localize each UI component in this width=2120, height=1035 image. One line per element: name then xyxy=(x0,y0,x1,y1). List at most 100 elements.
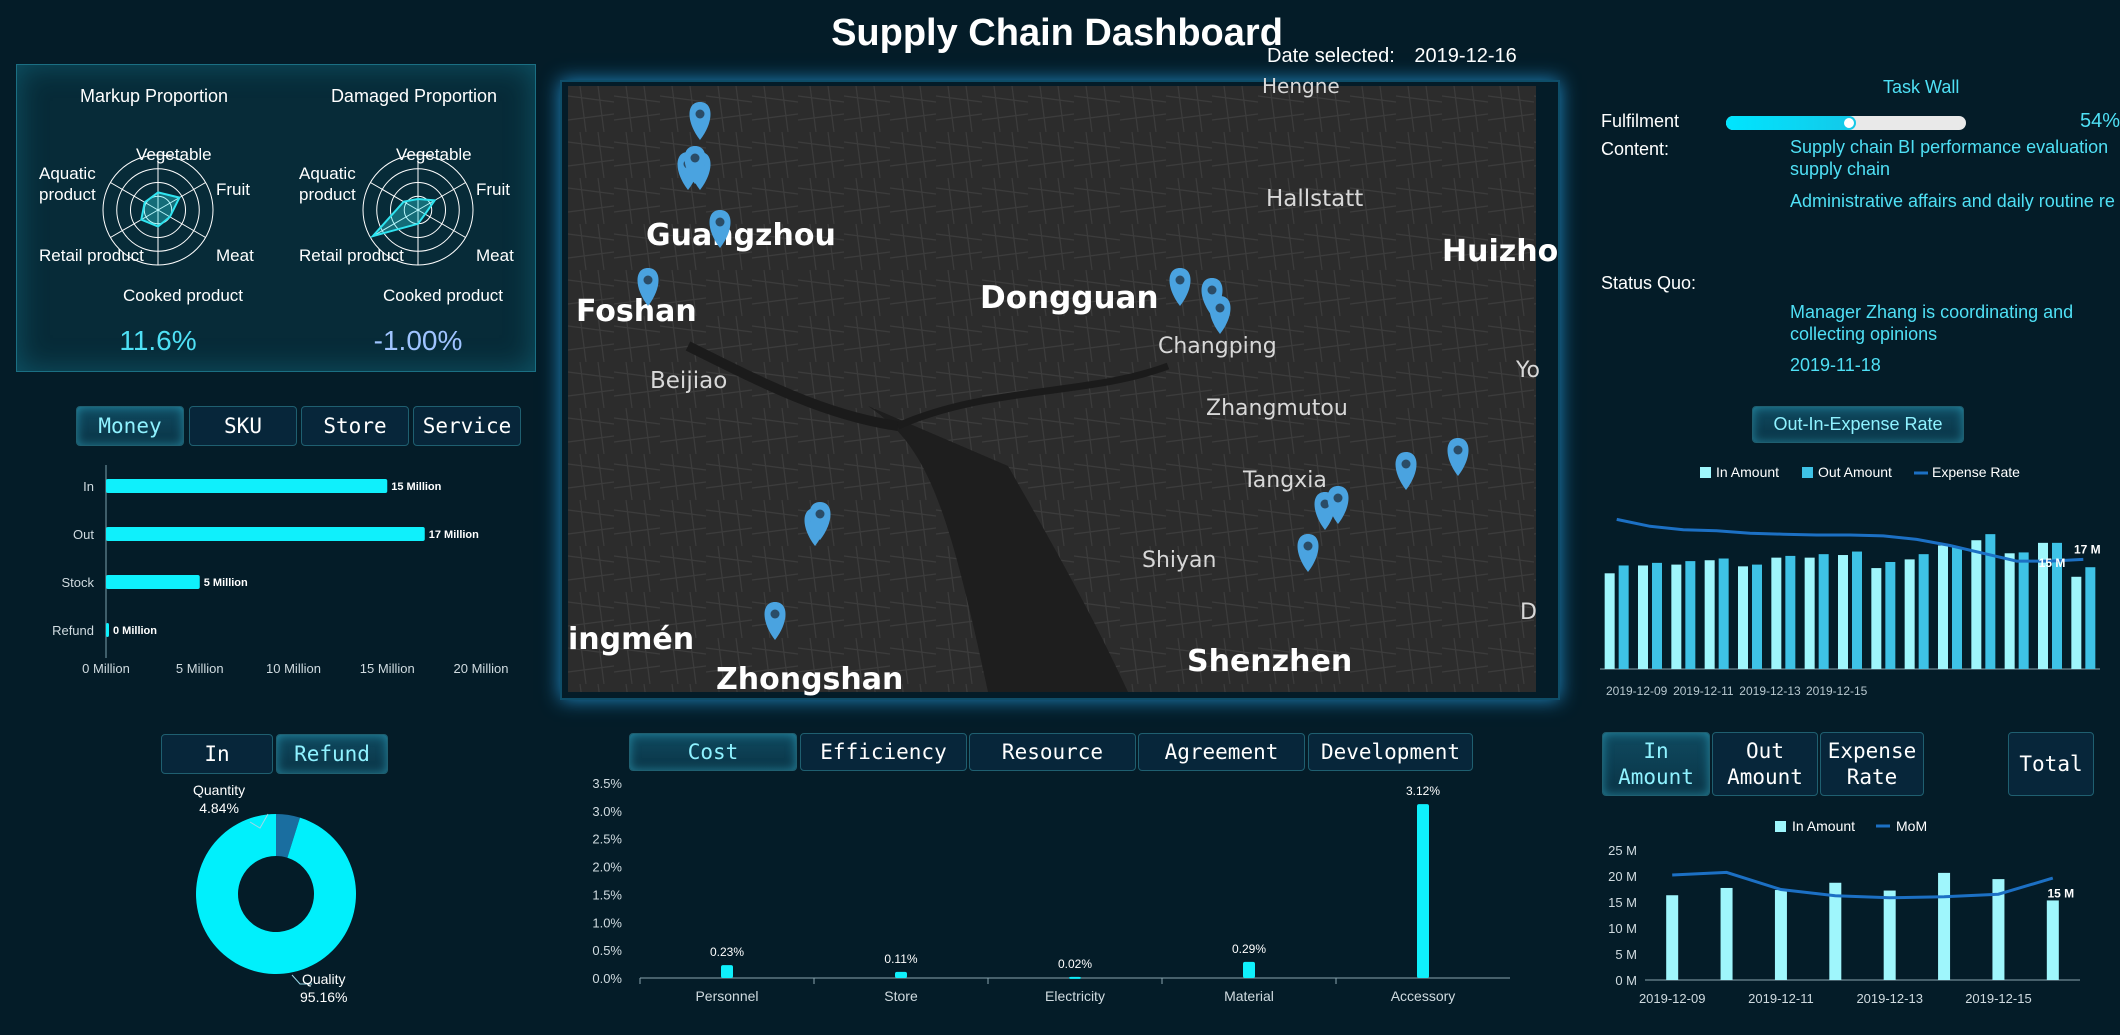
oie-in-bar xyxy=(2071,576,2082,669)
tab-store[interactable]: Store xyxy=(301,406,409,446)
radar-a-axis-vegetable: Vegetable xyxy=(136,145,212,164)
oie-expense-rate-line xyxy=(1616,517,2084,563)
oie-out-bar xyxy=(1685,561,1696,669)
money-bar xyxy=(106,623,109,637)
radar-charts xyxy=(102,154,474,266)
oie-out-bar xyxy=(1852,551,1862,669)
radar-axis-line xyxy=(157,182,206,211)
oie-out-bar xyxy=(1652,562,1662,669)
map-frame xyxy=(560,80,1560,700)
out-in-expense-rate-title[interactable]: Out-In-Expense Rate xyxy=(1752,406,1964,443)
tab-development[interactable]: Development xyxy=(1308,733,1473,771)
map-roads xyxy=(568,86,1536,692)
map-pin-icon xyxy=(809,502,831,540)
tab-efficiency[interactable]: Efficiency xyxy=(800,733,967,771)
radar-axis-line xyxy=(110,182,159,211)
map-pin-icon xyxy=(1209,296,1231,334)
amt-bar xyxy=(1720,887,1733,980)
map-city-jiangmen: ingmén xyxy=(568,622,695,657)
supply-map[interactable]: Hallstatt Beijiao Changping Zhangmutou T… xyxy=(568,74,1558,697)
tab-refund[interactable]: Refund xyxy=(276,734,388,774)
content-item-1b: supply chain xyxy=(1790,159,1891,179)
map-pin-dot xyxy=(690,153,700,163)
oie-out-bar xyxy=(1918,554,1929,669)
cost-category-label: Personnel xyxy=(695,988,758,1004)
map-pin-dot xyxy=(695,109,705,119)
tab-agreement[interactable]: Agreement xyxy=(1138,733,1305,771)
map-pin-icon xyxy=(709,210,731,248)
radar-a-axis-cooked: Cooked product xyxy=(123,286,244,305)
oie-legend-label: Expense Rate xyxy=(1932,464,2020,480)
map-pin-dot xyxy=(770,609,780,619)
cost-bar-chart: 0.0%0.5%1.0%1.5%2.0%2.5%3.0%3.5%0.23%Per… xyxy=(592,776,1510,1004)
donut-slice-quantity xyxy=(276,814,300,858)
amt-bar xyxy=(1883,890,1896,980)
river-estuary xyxy=(868,406,1128,692)
oie-in-bar xyxy=(1638,565,1648,669)
date-selected: Date selected: 2019-12-16 xyxy=(1267,45,1517,68)
donut-label-quantity: Quantity 4.84% xyxy=(193,781,245,817)
amt-y-tick: 20 M xyxy=(1608,869,1637,884)
radar-b-axis-meat: Meat xyxy=(476,246,514,265)
tab-resource[interactable]: Resource xyxy=(969,733,1136,771)
oie-in-bar xyxy=(1704,560,1715,669)
radar-b-axis-cooked: Cooked product xyxy=(383,286,504,305)
amt-bar xyxy=(2046,900,2059,980)
oie-out-bar xyxy=(1952,547,1962,669)
amt-y-tick: 10 M xyxy=(1608,921,1637,936)
fulfilment-progress-fill xyxy=(1726,116,1856,130)
oie-out-bar xyxy=(1785,555,1796,669)
tab-cost[interactable]: Cost xyxy=(629,733,797,771)
map-pin-icon xyxy=(684,146,706,184)
markup-proportion-value: 11.6% xyxy=(119,325,197,356)
oie-in-bar xyxy=(1838,555,1848,669)
map-pin-dot xyxy=(1453,445,1463,455)
map-town-shiyan: Shiyan xyxy=(1142,548,1217,573)
map-town-hallstatt: Hallstatt xyxy=(1266,186,1364,212)
map-pin-dot xyxy=(1175,275,1185,285)
task-wall-scroll[interactable]: Supply chain BI performance evaluation s… xyxy=(1790,136,2115,375)
oie-x-tick: 2019-12-15 xyxy=(1806,684,1868,698)
money-bar-value: 15 Million xyxy=(391,481,441,493)
tab-in[interactable]: In xyxy=(161,734,273,774)
map-pin-dot xyxy=(643,275,653,285)
tab-money[interactable]: Money xyxy=(76,406,184,446)
money-x-tick: 15 Million xyxy=(360,661,415,676)
amt-mom-line xyxy=(1672,870,2054,900)
map-city-foshan: Foshan xyxy=(576,294,697,329)
map-pin-dot xyxy=(1320,499,1330,509)
oie-in-bar xyxy=(1871,568,1882,669)
tab-total[interactable]: Total xyxy=(2008,732,2094,796)
oie-in-bar xyxy=(1904,559,1915,669)
cost-bar xyxy=(1243,961,1255,978)
map-pin-icon xyxy=(689,102,711,140)
cost-y-tick: 3.0% xyxy=(592,804,622,819)
money-bar xyxy=(106,527,425,541)
money-category-label: Refund xyxy=(52,623,94,638)
money-bar-value: 5 Million xyxy=(204,577,248,589)
oie-in-bar xyxy=(1738,566,1748,669)
oie-x-tick: 2019-12-09 xyxy=(1606,684,1668,698)
map-city-shenzhen: Shenzhen xyxy=(1187,644,1353,679)
amount-tab-label-line1: Out xyxy=(1746,739,1784,763)
radar-axis-line xyxy=(110,209,159,238)
oie-data-label: 17 M xyxy=(2074,542,2101,556)
map-pin-icon xyxy=(764,602,786,640)
map-town-yo: Yo xyxy=(1516,358,1540,383)
radar-shape xyxy=(140,191,181,228)
oie-out-bar xyxy=(1752,564,1762,669)
amt-x-tick: 2019-12-11 xyxy=(1748,991,1814,1006)
cost-y-tick: 3.5% xyxy=(592,776,622,791)
status-item-1: Manager Zhang is coordinating and xyxy=(1790,302,2074,322)
money-bar-value: 0 Million xyxy=(113,625,157,637)
map-pin-dot xyxy=(1215,303,1225,313)
fulfilment-progress-bar xyxy=(1726,116,1966,130)
tab-service[interactable]: Service xyxy=(413,406,521,446)
tab-sku[interactable]: SKU xyxy=(189,406,297,446)
amt-legend-label: In Amount xyxy=(1792,818,1855,834)
